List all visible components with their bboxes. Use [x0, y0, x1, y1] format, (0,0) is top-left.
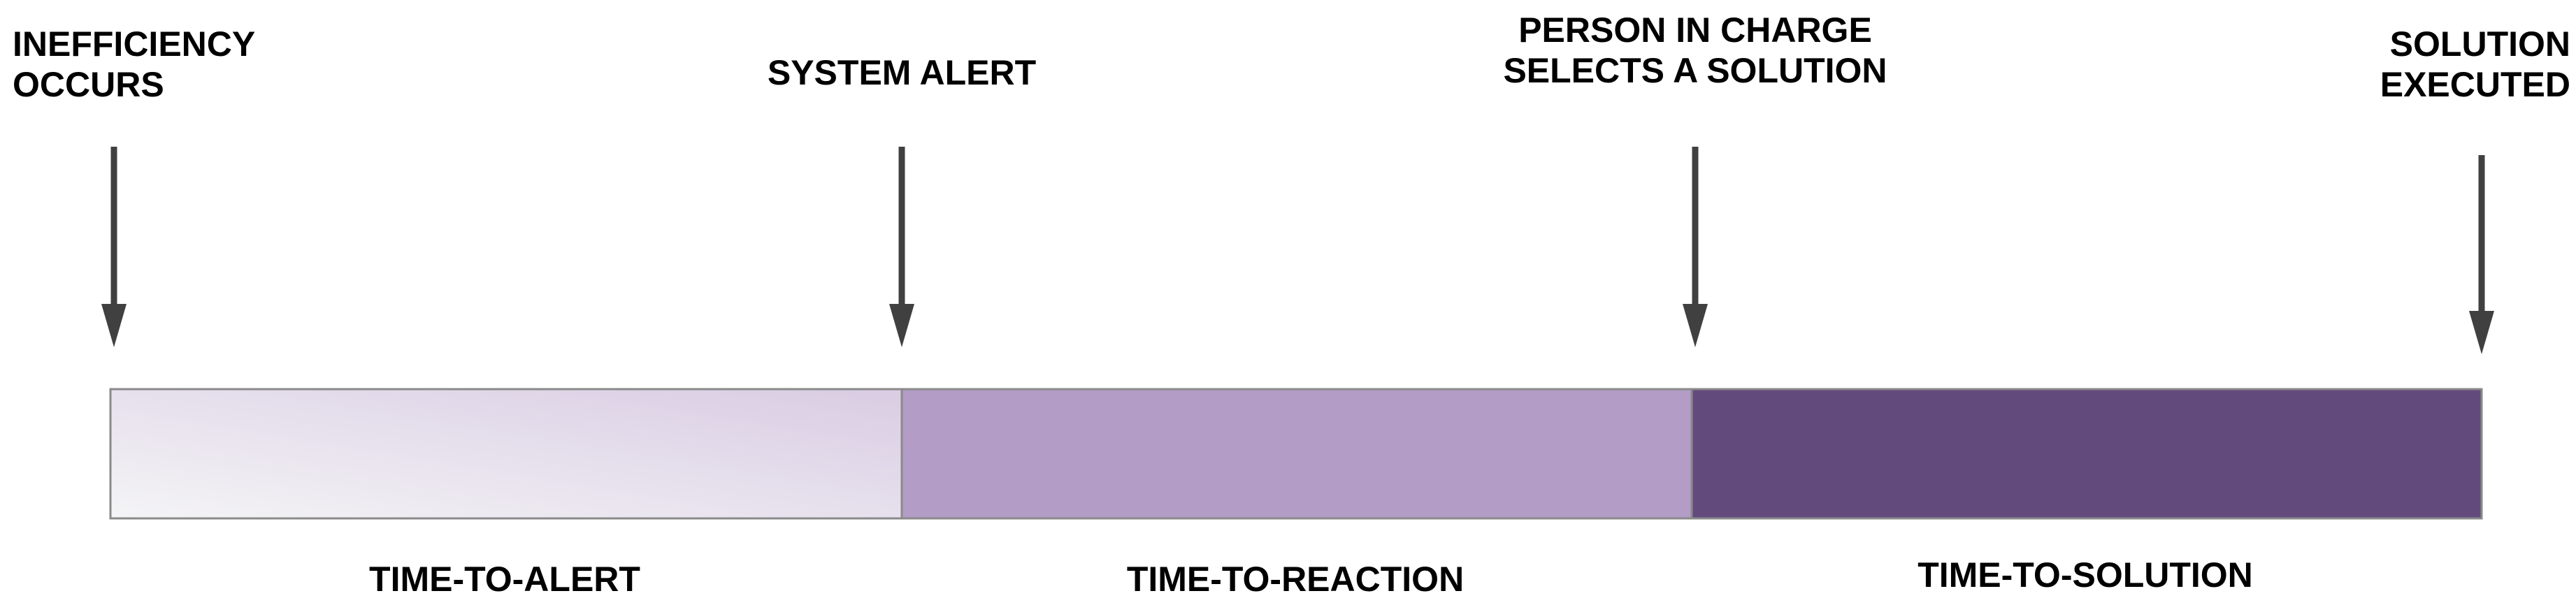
phase-label-time-to-reaction: TIME-TO-REACTION [1126, 560, 1465, 599]
time-to-alert-segment [109, 388, 903, 520]
phase-label-time-to-alert: TIME-TO-ALERT [369, 560, 640, 599]
time-to-reaction-segment [900, 388, 1693, 520]
inefficiency-arrow-icon [101, 147, 127, 347]
solution-selected-arrow-icon [1683, 147, 1708, 347]
timeline-bar [109, 388, 2483, 520]
event-label-inefficiency: INEFFICIENCY OCCURS [13, 24, 256, 104]
system-alert-arrow-icon [889, 147, 914, 347]
phase-label-time-to-solution: TIME-TO-SOLUTION [1917, 555, 2253, 595]
solution-executed-arrow-icon [2469, 155, 2494, 354]
event-label-system-alert: SYSTEM ALERT [767, 53, 1037, 92]
time-to-solution-segment [1690, 388, 2483, 520]
event-label-solution-executed: SOLUTION EXECUTED [2380, 24, 2570, 104]
event-label-person-in-charge: PERSON IN CHARGE SELECTS A SOLUTION [1503, 10, 1887, 90]
